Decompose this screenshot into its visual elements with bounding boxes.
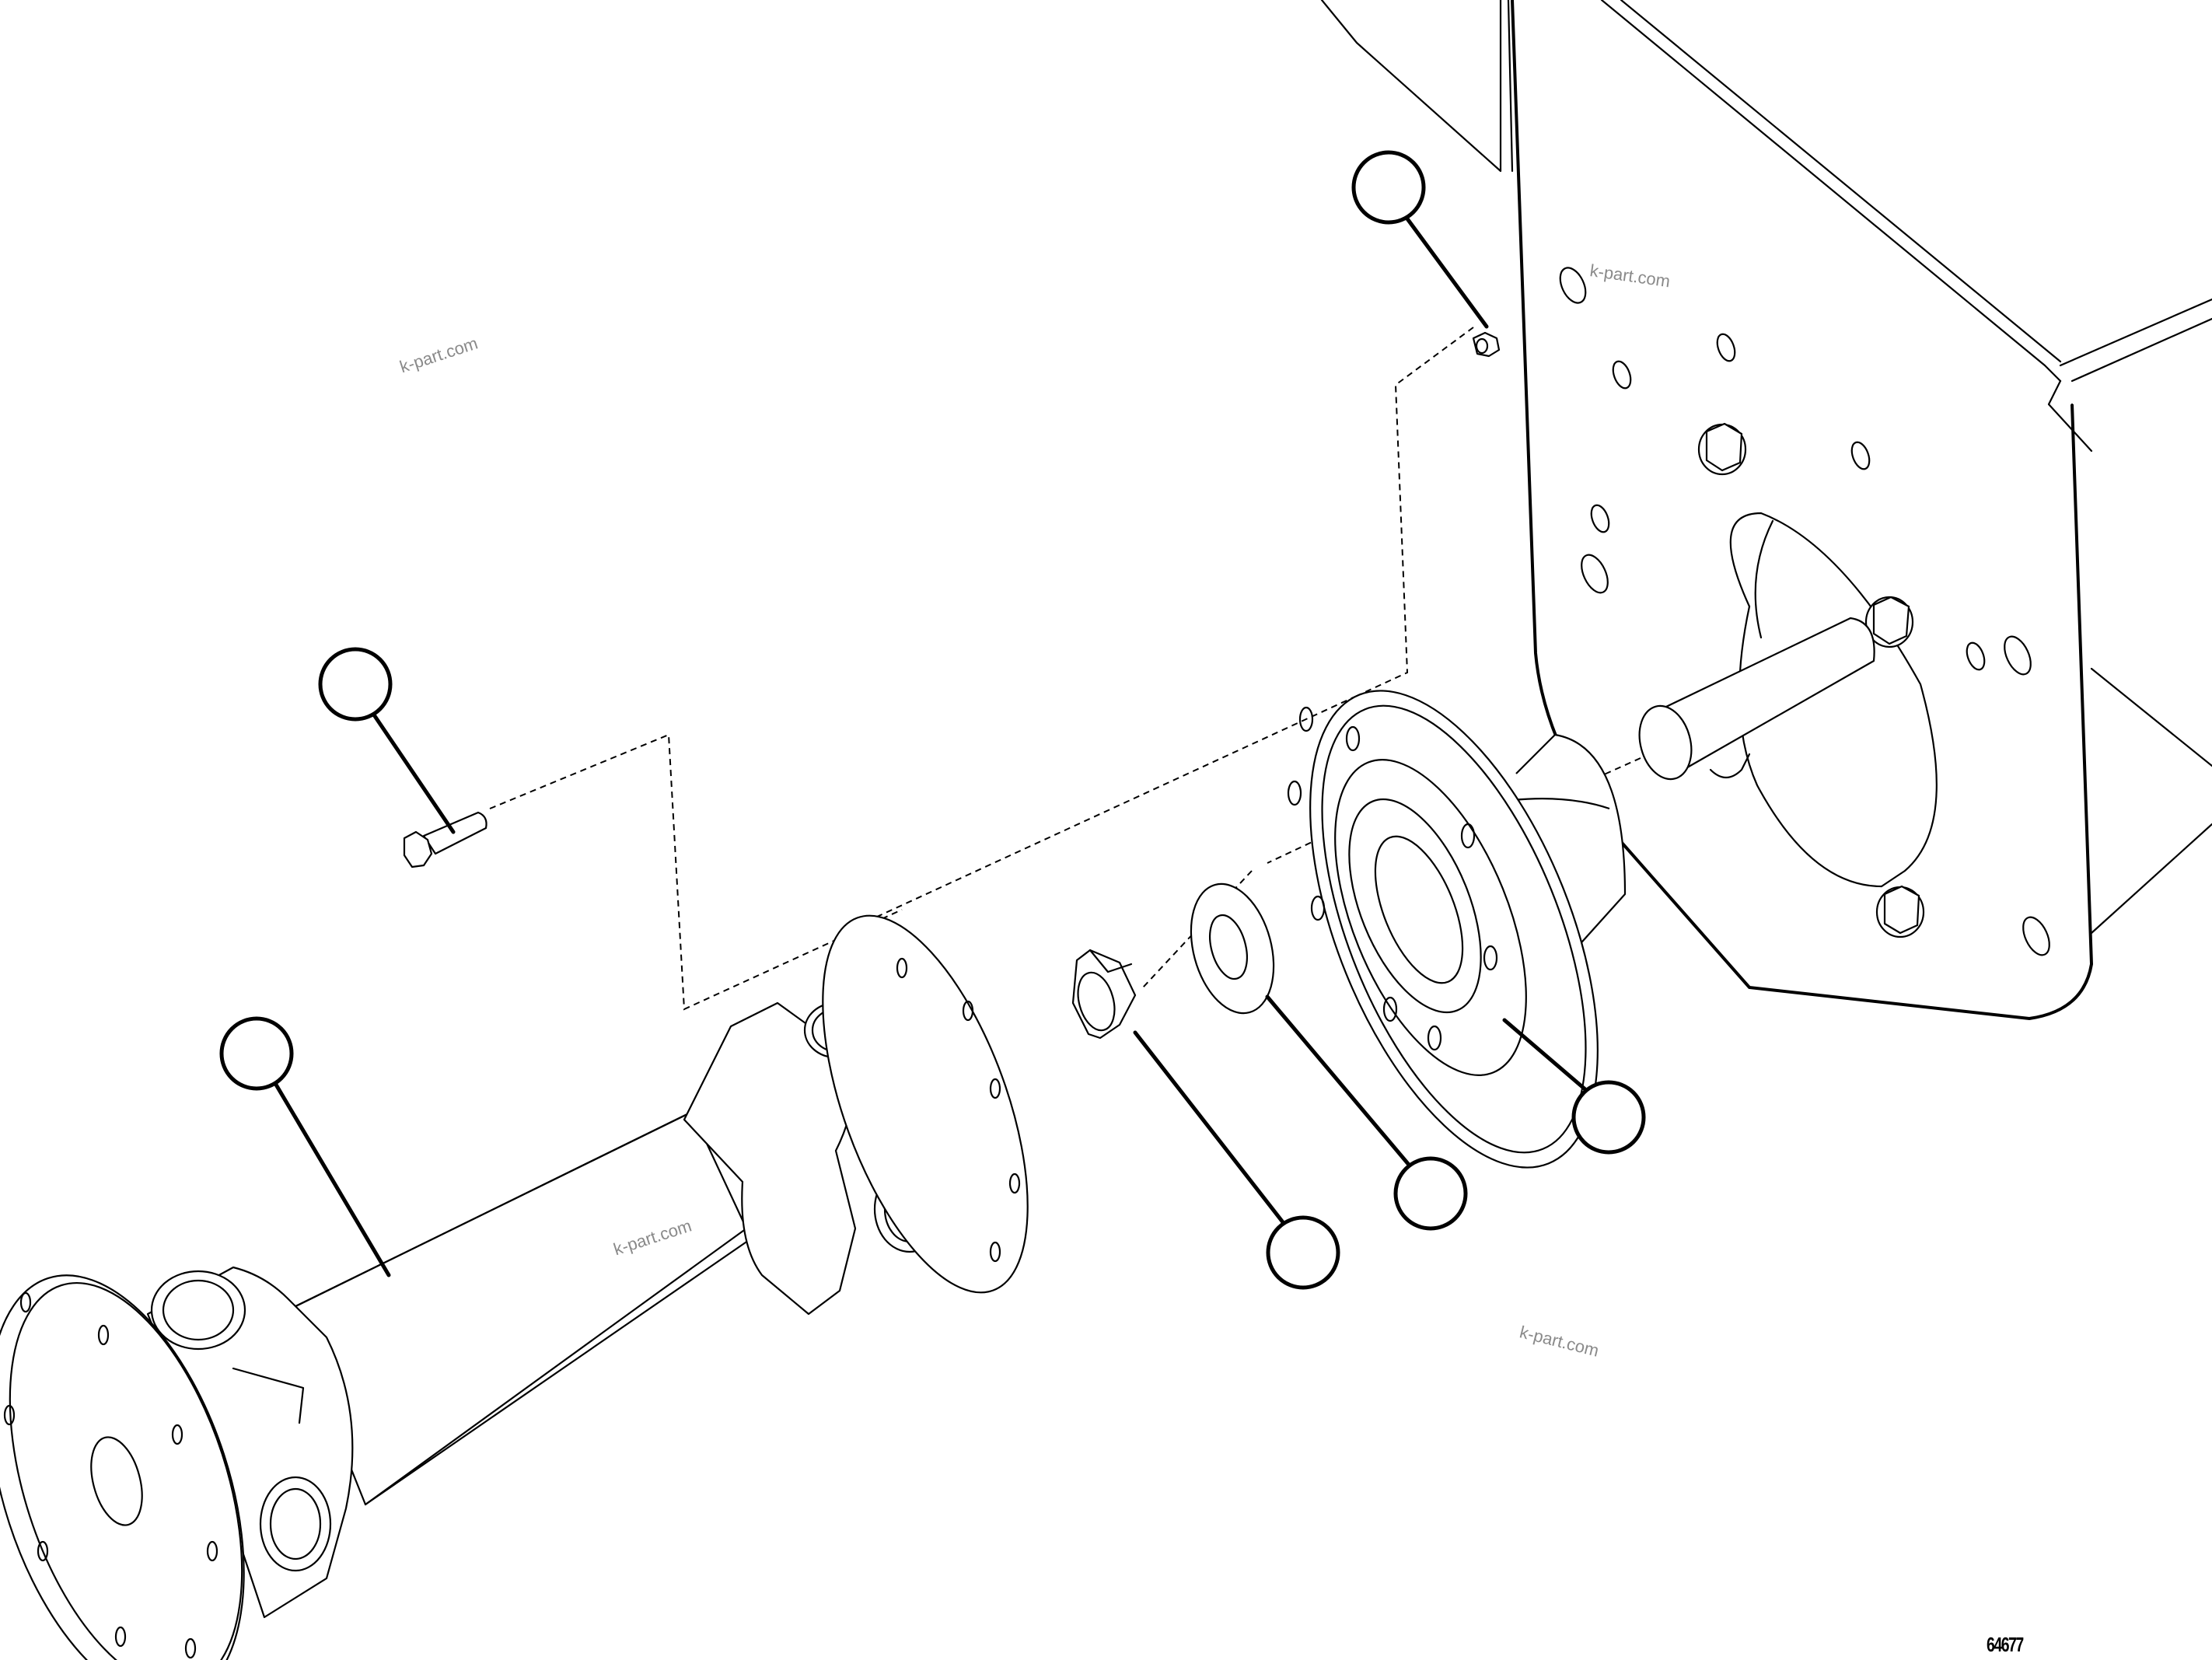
lock-nut	[1472, 331, 1501, 358]
callout-balloon-hex-bolt[interactable]	[318, 647, 393, 722]
callout-balloons	[219, 150, 1646, 1290]
callout-balloon-flange-hub[interactable]	[1571, 1080, 1646, 1155]
hex-bolt	[403, 811, 487, 868]
plate-bolt-1	[1697, 422, 1747, 476]
callout-balloon-hex-nut[interactable]	[1266, 1215, 1340, 1290]
gearbox-input-shaft	[1638, 617, 1875, 781]
callout-balloon-lock-nut[interactable]	[1351, 150, 1426, 225]
hex-nut	[1071, 949, 1137, 1040]
flange-hub	[1287, 690, 1627, 1169]
drive-shaft	[0, 914, 1029, 1660]
plate-bolt-2	[1864, 596, 1914, 648]
figure-number: 64677	[1987, 1633, 2024, 1656]
callout-balloon-washer[interactable]	[1393, 1156, 1468, 1231]
washer	[1190, 882, 1275, 1015]
callout-balloon-drive-shaft[interactable]	[219, 1016, 294, 1091]
gearbox-housing	[1320, 0, 2212, 1021]
plate-bolt-3	[1875, 885, 1925, 938]
